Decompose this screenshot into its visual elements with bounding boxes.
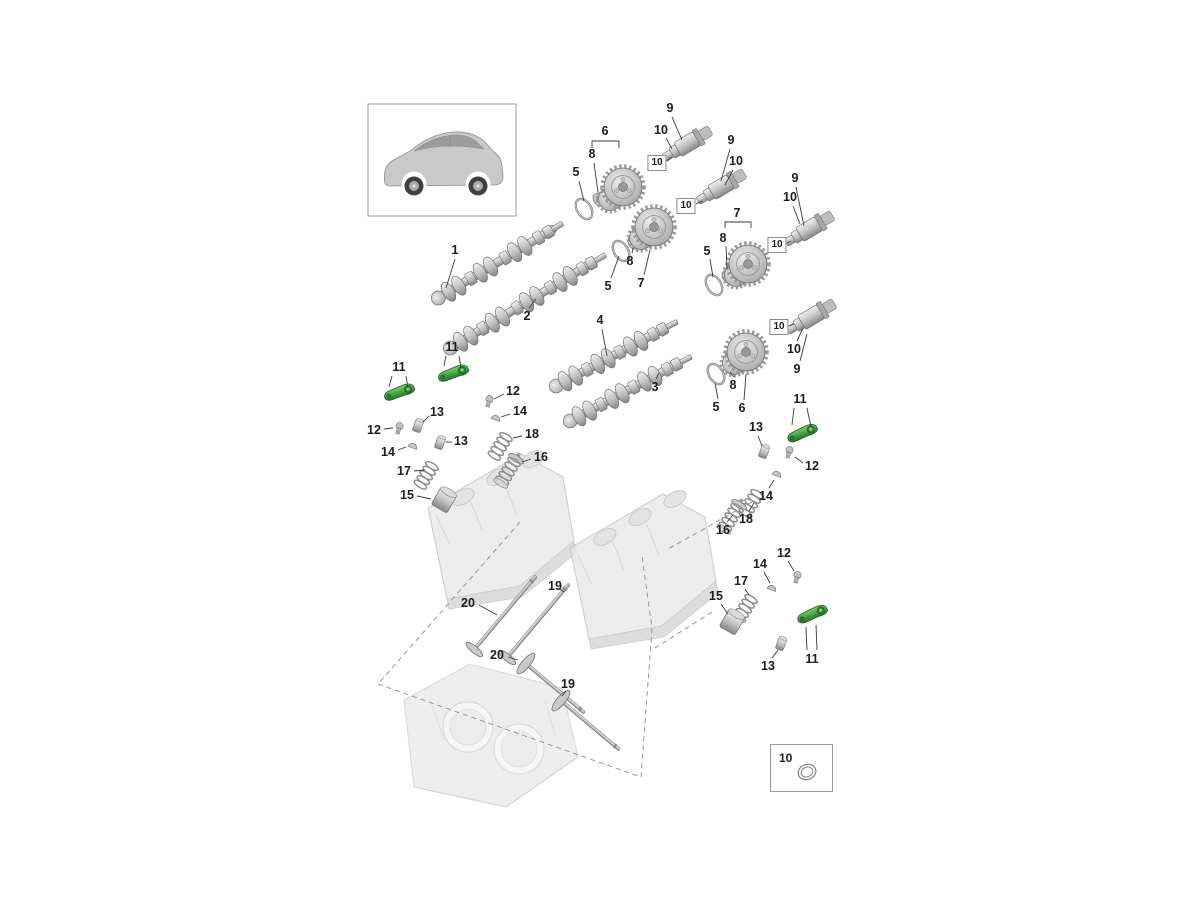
part-callout-6[interactable]: 6 bbox=[738, 400, 746, 415]
part-callout-10[interactable]: 10 bbox=[787, 341, 801, 356]
part-callout-15[interactable]: 15 bbox=[709, 588, 723, 603]
part-callout-7[interactable]: 7 bbox=[637, 275, 645, 290]
part-callout-17[interactable]: 17 bbox=[397, 463, 411, 478]
part-callout-19[interactable]: 19 bbox=[561, 676, 575, 691]
part-callout-18[interactable]: 18 bbox=[525, 426, 539, 441]
part-callout-16[interactable]: 16 bbox=[716, 522, 730, 537]
vehicle-thumbnail bbox=[367, 103, 517, 217]
part-callout-8[interactable]: 8 bbox=[626, 253, 634, 268]
legend-part-number: 10 bbox=[779, 751, 793, 765]
part-callout-20[interactable]: 20 bbox=[461, 595, 475, 610]
part-callout-11[interactable]: 11 bbox=[392, 359, 406, 374]
assembly-reference-lines bbox=[377, 501, 753, 778]
part-callout-10[interactable]: 10 bbox=[783, 189, 797, 204]
cylinder-head-2 bbox=[569, 490, 719, 650]
camshaft-1 bbox=[430, 221, 564, 306]
car-windows bbox=[413, 134, 485, 152]
part-callout-12[interactable]: 12 bbox=[805, 458, 819, 473]
part-callout-9[interactable]: 9 bbox=[727, 132, 735, 147]
part-callout-1[interactable]: 1 bbox=[451, 242, 459, 257]
boxed-part-callout-10[interactable]: 10 bbox=[647, 155, 667, 171]
part-callout-13[interactable]: 13 bbox=[761, 658, 775, 673]
part-callout-5[interactable]: 5 bbox=[703, 243, 711, 258]
part-callout-13[interactable]: 13 bbox=[430, 404, 444, 419]
part-callout-14[interactable]: 14 bbox=[513, 403, 527, 418]
part-callout-3[interactable]: 3 bbox=[651, 379, 659, 394]
part-callout-7[interactable]: 7 bbox=[733, 205, 741, 220]
part-callout-11[interactable]: 11 bbox=[805, 651, 819, 666]
part-callout-16[interactable]: 16 bbox=[534, 449, 548, 464]
boxed-part-callout-10[interactable]: 10 bbox=[676, 198, 696, 214]
camshaft-3 bbox=[562, 354, 693, 429]
part-callout-8[interactable]: 8 bbox=[729, 377, 737, 392]
cylinder-head-1 bbox=[427, 450, 577, 610]
part-callout-19[interactable]: 19 bbox=[548, 578, 562, 593]
part-callout-4[interactable]: 4 bbox=[596, 312, 604, 327]
part-callout-15[interactable]: 15 bbox=[400, 487, 414, 502]
boxed-part-callout-10[interactable]: 10 bbox=[767, 237, 787, 253]
part-callout-10[interactable]: 10 bbox=[729, 153, 743, 168]
boxed-part-callout-10[interactable]: 10 bbox=[769, 319, 789, 335]
camshaft-2 bbox=[442, 252, 607, 356]
part-callout-11[interactable]: 11 bbox=[793, 391, 807, 406]
part-callout-14[interactable]: 14 bbox=[759, 488, 773, 503]
camshaft-4 bbox=[548, 319, 679, 394]
part-callout-10[interactable]: 10 bbox=[654, 122, 668, 137]
part-callout-8[interactable]: 8 bbox=[588, 146, 596, 161]
seal-ring-icon bbox=[797, 763, 817, 781]
part-callout-9[interactable]: 9 bbox=[793, 361, 801, 376]
part-callout-5[interactable]: 5 bbox=[712, 399, 720, 414]
engine-block bbox=[403, 663, 579, 808]
part-callout-2[interactable]: 2 bbox=[523, 308, 531, 323]
part-callout-13[interactable]: 13 bbox=[749, 419, 763, 434]
part-callout-12[interactable]: 12 bbox=[367, 422, 381, 437]
part-callout-18[interactable]: 18 bbox=[739, 511, 753, 526]
part-callout-9[interactable]: 9 bbox=[666, 100, 674, 115]
part-callout-9[interactable]: 9 bbox=[791, 170, 799, 185]
part-callout-12[interactable]: 12 bbox=[777, 545, 791, 560]
part-callout-13[interactable]: 13 bbox=[454, 433, 468, 448]
part-callout-14[interactable]: 14 bbox=[753, 556, 767, 571]
part-callout-20[interactable]: 20 bbox=[490, 647, 504, 662]
seal-ring-legend-box: 10 bbox=[770, 744, 833, 792]
part-callout-5[interactable]: 5 bbox=[572, 164, 580, 179]
part-callout-8[interactable]: 8 bbox=[719, 230, 727, 245]
part-callout-12[interactable]: 12 bbox=[506, 383, 520, 398]
part-callout-17[interactable]: 17 bbox=[734, 573, 748, 588]
part-callout-14[interactable]: 14 bbox=[381, 444, 395, 459]
part-callout-6[interactable]: 6 bbox=[601, 123, 609, 138]
part-callout-11[interactable]: 11 bbox=[445, 339, 459, 354]
part-callout-5[interactable]: 5 bbox=[604, 278, 612, 293]
